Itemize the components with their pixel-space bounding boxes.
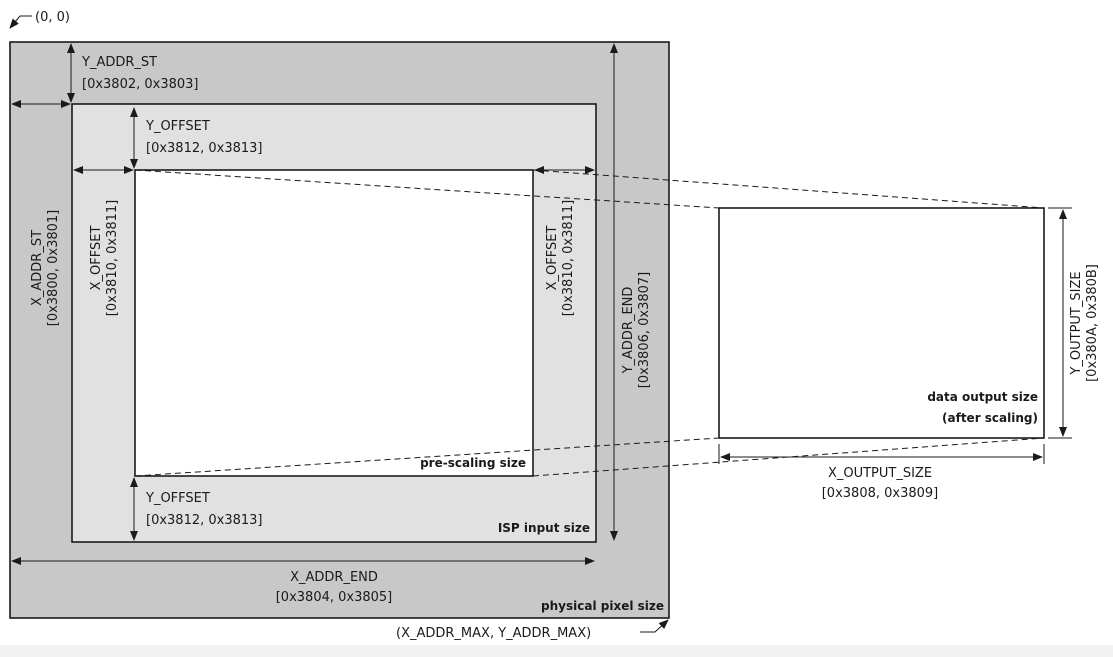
x-offset-right-regs: [0x3810, 0x3811] (561, 200, 576, 317)
data-output-label-line1: data output size (927, 390, 1038, 404)
x-addr-end-regs: [0x3804, 0x3805] (276, 590, 393, 605)
physical-pixel-label: physical pixel size (541, 599, 664, 613)
y-addr-st-name: Y_ADDR_ST (81, 55, 157, 70)
origin-pointer-icon (9, 15, 32, 29)
pre-scaling-label: pre-scaling size (420, 456, 526, 470)
x-offset-left-name: X_OFFSET (89, 226, 104, 291)
x-output-size-regs: [0x3808, 0x3809] (822, 486, 939, 501)
x-offset-left-regs: [0x3810, 0x3811] (105, 200, 120, 317)
max-label: (X_ADDR_MAX, Y_ADDR_MAX) (396, 626, 591, 641)
x-offset-right-name: X_OFFSET (545, 226, 560, 291)
projection-line-bottom-right (532, 437, 1045, 477)
y-output-size-regs: [0x380A, 0x380B] (1085, 264, 1100, 382)
y-addr-end-regs: [0x3806, 0x3807] (637, 272, 652, 389)
projection-line-top-right (532, 169, 1045, 209)
y-offset-bottom-name: Y_OFFSET (145, 491, 210, 506)
x-addr-st-name: X_ADDR_ST (30, 230, 45, 306)
projection-line-top-left (134, 169, 720, 209)
y-addr-end-name: Y_ADDR_END (621, 287, 636, 375)
y-output-size-name: Y_OUTPUT_SIZE (1069, 271, 1084, 375)
data-output-label-line2: (after scaling) (942, 411, 1038, 425)
x-addr-st-regs: [0x3800, 0x3801] (46, 210, 61, 327)
data-output-area (718, 207, 1045, 439)
bottom-band (0, 645, 1113, 657)
origin-label: (0, 0) (35, 10, 70, 25)
projection-line-bottom-left (134, 437, 720, 477)
x-addr-end-name: X_ADDR_END (290, 570, 378, 585)
max-pointer-icon (640, 619, 669, 633)
pre-scaling-area (134, 169, 534, 477)
y-offset-top-regs: [0x3812, 0x3813] (146, 141, 263, 156)
isp-input-label: ISP input size (498, 521, 590, 535)
y-offset-bottom-regs: [0x3812, 0x3813] (146, 513, 263, 528)
y-offset-top-name: Y_OFFSET (145, 119, 210, 134)
x-output-size-name: X_OUTPUT_SIZE (828, 466, 932, 481)
y-addr-st-regs: [0x3802, 0x3803] (82, 77, 199, 92)
